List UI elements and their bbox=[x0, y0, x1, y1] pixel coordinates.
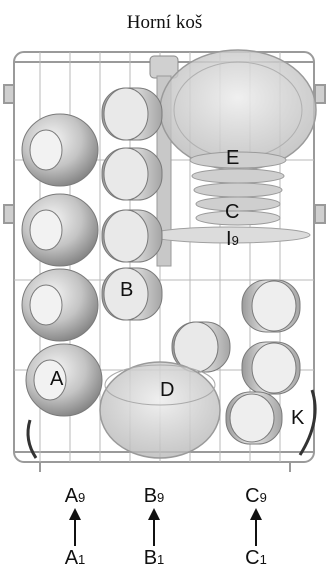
legend-col-b: B9 B1 bbox=[124, 486, 184, 570]
label-a: A bbox=[50, 368, 64, 390]
svg-text:K: K bbox=[291, 407, 305, 429]
legend-col-a: A9 A1 bbox=[45, 486, 105, 570]
upper-basket-illustration: A B C D E I9 K bbox=[0, 40, 329, 480]
arrow-up-icon bbox=[45, 508, 105, 548]
arrow-up-icon bbox=[124, 508, 184, 548]
svg-text:A: A bbox=[50, 368, 64, 390]
page-title: Horní koš bbox=[0, 12, 329, 34]
svg-text:D: D bbox=[160, 379, 174, 401]
svg-text:E: E bbox=[226, 147, 239, 169]
legend-bottom-a: A1 bbox=[45, 548, 105, 570]
label-e: E bbox=[226, 147, 239, 169]
label-b: B bbox=[120, 279, 133, 301]
legend-top-b: B9 bbox=[124, 486, 184, 508]
label-k: K bbox=[291, 407, 305, 429]
legend-bottom-b: B1 bbox=[124, 548, 184, 570]
glasses-right bbox=[226, 280, 300, 444]
legend-bottom-c: C1 bbox=[226, 548, 286, 570]
svg-text:B: B bbox=[120, 279, 133, 301]
arrow-up-icon bbox=[226, 508, 286, 548]
height-adjust-legend: A9 A1 B9 B1 C9 C1 bbox=[0, 480, 329, 575]
label-d: D bbox=[160, 379, 174, 401]
bowl-d bbox=[100, 362, 220, 458]
legend-col-c: C9 C1 bbox=[226, 486, 286, 570]
label-c: C bbox=[225, 201, 239, 223]
legend-top-c: C9 bbox=[226, 486, 286, 508]
svg-text:C: C bbox=[225, 201, 239, 223]
legend-top-a: A9 bbox=[45, 486, 105, 508]
